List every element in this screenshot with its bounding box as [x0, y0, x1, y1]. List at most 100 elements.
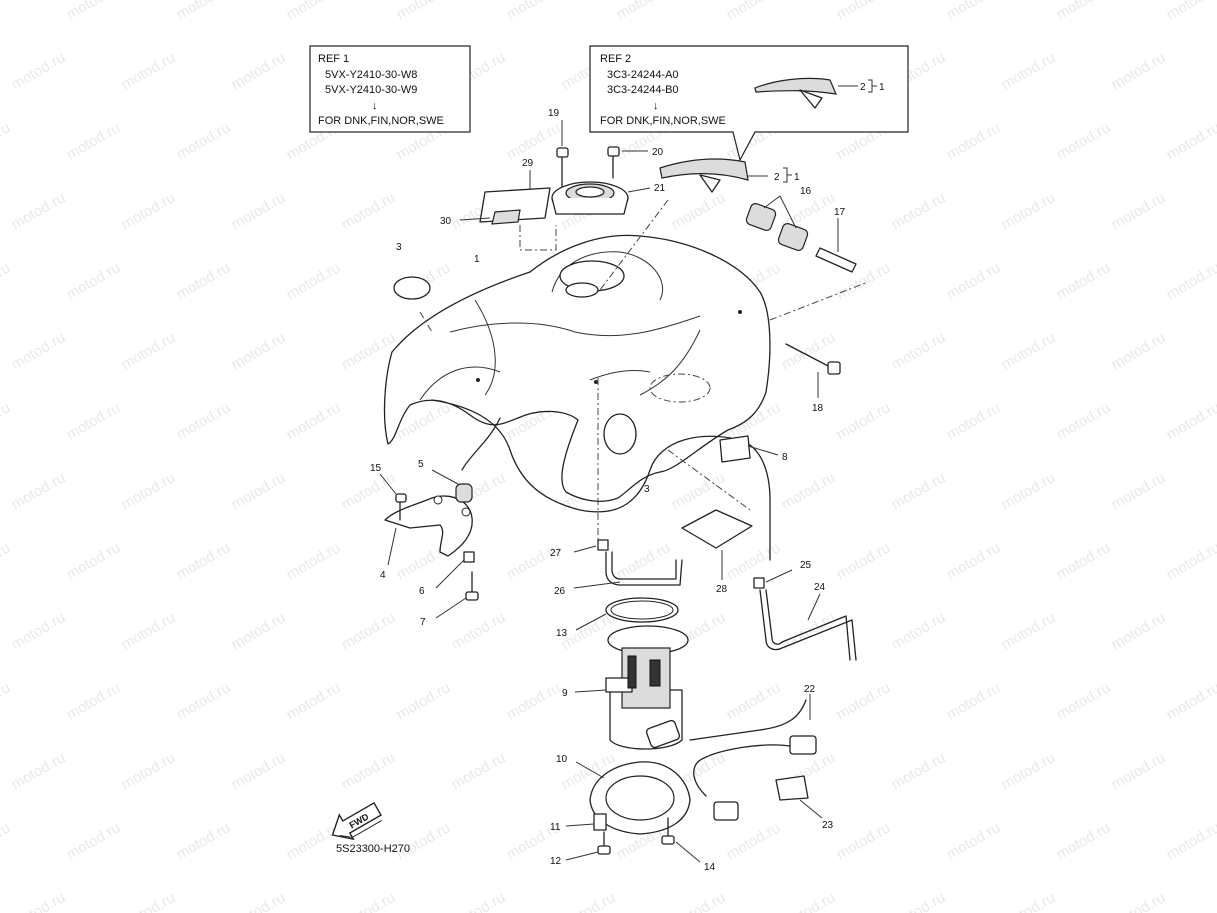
watermark-text: motod.ru [9, 189, 69, 233]
ref1-line-2: 5VX-Y2410-30-W9 [325, 84, 417, 96]
watermark-text: motod.ru [9, 609, 69, 653]
watermark-text: motod.ru [0, 259, 13, 303]
watermark-text: motod.ru [119, 889, 179, 913]
callout-10: 10 [556, 754, 568, 765]
watermark-text: motod.ru [284, 259, 344, 303]
part-14-screw [661, 817, 701, 863]
watermark-text: motod.ru [834, 399, 894, 443]
part-28-pad [681, 509, 753, 580]
callout-12: 12 [550, 856, 562, 867]
watermark-text: motod.ru [1109, 49, 1169, 93]
part-23-clamp [775, 775, 823, 819]
callout-14: 14 [704, 862, 716, 873]
watermark-text: motod.ru [944, 0, 1004, 23]
callout-13: 13 [556, 628, 568, 639]
part-4-bracket [384, 495, 473, 566]
callout-18: 18 [812, 403, 824, 414]
watermark-text: motod.ru [229, 609, 289, 653]
part-5-grommet [431, 469, 473, 503]
watermark-text: motod.ru [669, 889, 729, 913]
watermark-text: motod.ru [64, 399, 124, 443]
watermark-text: motod.ru [64, 259, 124, 303]
part-12-screw [565, 831, 611, 861]
callout-23: 23 [822, 820, 834, 831]
ref1-title: REF 1 [318, 53, 349, 65]
callout-9: 9 [562, 688, 568, 699]
part-6-collar [435, 551, 475, 589]
callout-8: 8 [782, 452, 788, 463]
watermark-text: motod.ru [1109, 189, 1169, 233]
watermark-text: motod.ru [64, 0, 124, 23]
watermark-text: motod.ru [1054, 819, 1114, 863]
callout-21: 21 [654, 183, 666, 194]
watermark-text: motod.ru [614, 0, 674, 23]
watermark-text: motod.ru [724, 0, 784, 23]
watermark-text: motod.ru [119, 609, 179, 653]
callout-20: 20 [652, 147, 664, 158]
part-13-o-ring [575, 597, 679, 631]
part-8-bracket [719, 435, 779, 463]
callout-2: 2 [774, 172, 780, 183]
part-21-cap [551, 181, 651, 215]
watermark-text: motod.ru [1054, 539, 1114, 583]
watermark-text: motod.ru [0, 679, 13, 723]
watermark-text: motod.ru [449, 889, 509, 913]
ref-box-1: REF 1 5VX-Y2410-30-W8 5VX-Y2410-30-W9 ↓ … [309, 45, 471, 133]
watermark-text: motod.ru [9, 49, 69, 93]
watermark-text: motod.ru [174, 0, 234, 23]
ref2-line-1: 3C3-24244-A0 [607, 69, 679, 81]
watermark-text: motod.ru [1164, 819, 1217, 863]
watermark-text: motod.ru [119, 749, 179, 793]
part-2-emblem [659, 158, 792, 193]
watermark-text: motod.ru [284, 679, 344, 723]
callout-30: 30 [440, 216, 452, 227]
watermark-text: motod.ru [724, 539, 784, 583]
ref2-emblem-shape [754, 77, 837, 95]
watermark-text: motod.ru [669, 469, 729, 513]
watermark-text: motod.ru [999, 329, 1059, 373]
part-18-bolt [785, 343, 841, 398]
part-20-bolt [607, 146, 648, 179]
watermark-text: motod.ru [64, 539, 124, 583]
watermark-text: motod.ru [284, 539, 344, 583]
watermark-text: motod.ru [1164, 399, 1217, 443]
watermark-text: motod.ru [999, 469, 1059, 513]
watermark-text: motod.ru [559, 889, 619, 913]
watermark-text: motod.ru [284, 399, 344, 443]
watermark-text: motod.ru [724, 819, 784, 863]
watermark-text: motod.ru [889, 889, 949, 913]
watermark-text: motod.ru [834, 819, 894, 863]
watermark-text: motod.ru [1054, 0, 1114, 23]
watermark-text: motod.ru [504, 0, 564, 23]
ref-box-2: REF 2 3C3-24244-A0 3C3-24244-B0 ↓ FOR DN… [589, 45, 909, 162]
watermark-text: motod.ru [999, 749, 1059, 793]
watermark-text: motod.ru [229, 469, 289, 513]
watermark-text: motod.ru [834, 679, 894, 723]
fwd-arrow: FWD [331, 801, 383, 841]
callout-17: 17 [834, 207, 846, 218]
watermark-text: motod.ru [999, 889, 1059, 913]
watermark-text: motod.ru [834, 0, 894, 23]
ref2-arrow: ↓ [653, 100, 659, 112]
ref1-note: FOR DNK,FIN,NOR,SWE [318, 115, 444, 127]
watermark-text: motod.ru [504, 539, 564, 583]
watermark-text: motod.ru [229, 329, 289, 373]
watermark-text: motod.ru [229, 749, 289, 793]
watermark-text: motod.ru [1164, 0, 1217, 23]
watermark-text: motod.ru [394, 679, 454, 723]
part-11-clip [565, 813, 607, 831]
ref1-line-1: 5VX-Y2410-30-W8 [325, 69, 417, 81]
callout-24: 24 [814, 582, 826, 593]
watermark-text: motod.ru [1054, 259, 1114, 303]
watermark-text: motod.ru [394, 0, 454, 23]
watermark-text: motod.ru [944, 539, 1004, 583]
watermark-text: motod.ru [174, 119, 234, 163]
watermark-text: motod.ru [834, 539, 894, 583]
watermark-text: motod.ru [119, 49, 179, 93]
watermark-text: motod.ru [64, 679, 124, 723]
watermark-text: motod.ru [944, 119, 1004, 163]
watermark-text: motod.ru [779, 889, 839, 913]
watermark-text: motod.ru [1109, 609, 1169, 653]
watermark-text: motod.ru [9, 889, 69, 913]
